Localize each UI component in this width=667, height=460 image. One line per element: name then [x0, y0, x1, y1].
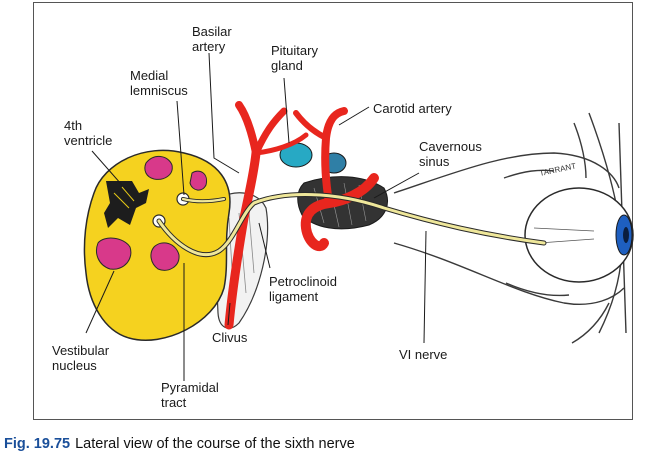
fourth-ventricle — [104, 181, 149, 228]
leader-basilar-artery — [208, 52, 240, 174]
artist-signature: TARRANT — [539, 161, 577, 178]
pituitary-gland — [279, 142, 347, 174]
label-carotid-artery: Carotid artery — [373, 101, 452, 116]
label-vi-nerve: VI nerve — [399, 347, 448, 362]
brainstem-nuclei — [96, 156, 208, 271]
leader-carotid-artery — [338, 106, 370, 126]
leader-pituitary-gland — [283, 77, 290, 144]
nucleus-lower — [150, 242, 180, 271]
leader-petroclinoid-ligament — [258, 222, 271, 269]
figure-frame: TARRANT — [33, 2, 634, 420]
figure-caption-text: Lateral view of the course of the sixth … — [75, 436, 355, 452]
label-clivus: Clivus — [212, 330, 248, 345]
leader-fourth-ventricle — [91, 150, 130, 194]
carotid-artery — [300, 173, 379, 252]
label-vestibular-nucleus: Vestibular nucleus — [52, 343, 110, 373]
label-pyramidal-tract: Pyramidal tract — [161, 380, 219, 410]
sixth-nerve — [156, 192, 547, 258]
leader-lines — [85, 52, 427, 381]
leader-clivus — [227, 302, 231, 326]
eyeball — [524, 187, 634, 283]
label-basilar-artery: Basilar artery — [192, 24, 232, 54]
anatomy-illustration: TARRANT — [83, 52, 634, 381]
label-cavernous-sinus: Cavernous sinus — [419, 139, 482, 169]
nucleus-upper — [144, 156, 173, 180]
leader-vi-nerve — [423, 230, 427, 344]
figure-number: Fig. 19.75 — [4, 436, 71, 452]
vestibular-nucleus-shape — [96, 237, 132, 270]
label-medial-lemniscus: Medial lemniscus — [130, 68, 188, 98]
label-fourth-ventricle: 4th ventricle — [64, 118, 113, 148]
leader-cavernous-sinus — [373, 172, 420, 199]
nucleus-right-upper — [189, 170, 208, 191]
svg-text:TARRANT: TARRANT — [539, 161, 577, 178]
label-pituitary-gland: Pituitary gland — [271, 43, 318, 73]
leader-vestibular-nucleus — [85, 270, 115, 334]
label-petroclinoid-ligament: Petroclinoid ligament — [269, 274, 337, 304]
leader-medial-lemniscus — [176, 100, 185, 196]
